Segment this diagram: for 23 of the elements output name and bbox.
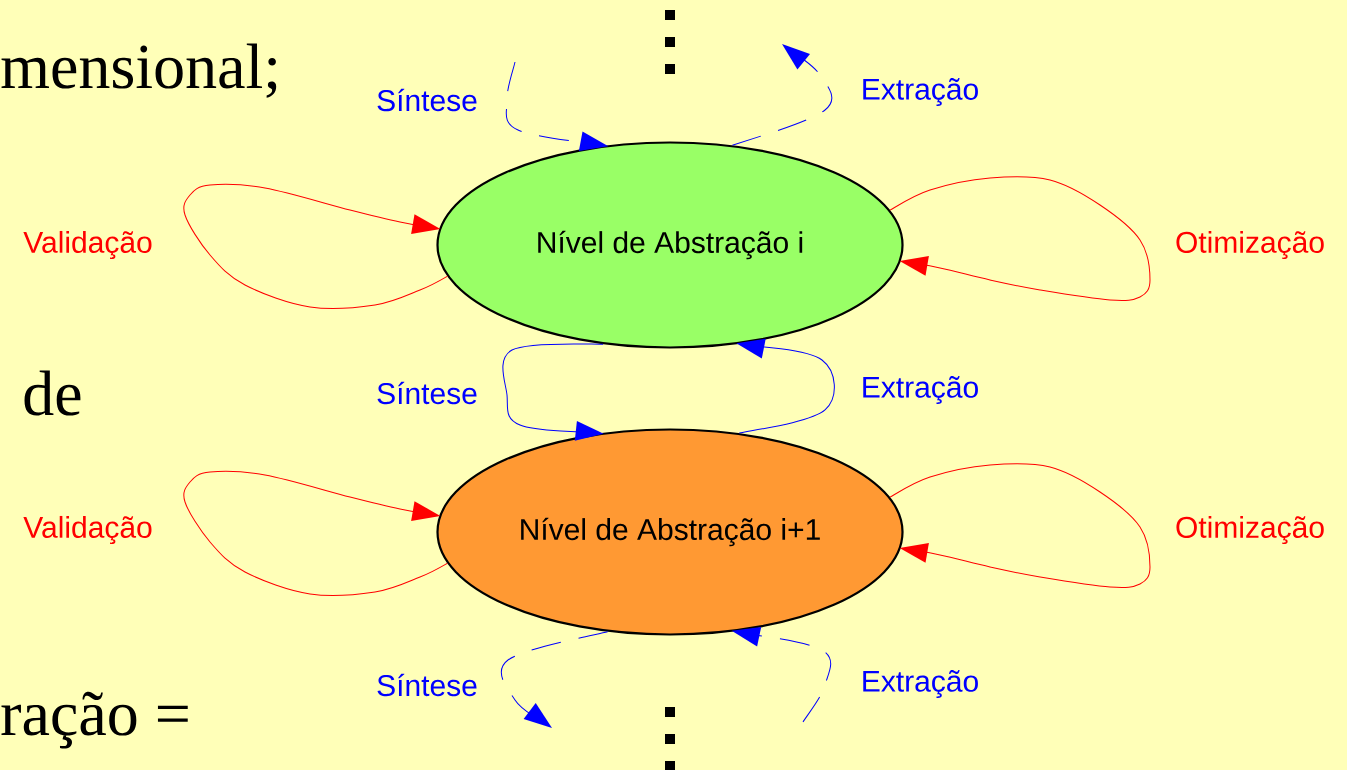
edge-label: Extração	[863, 670, 978, 698]
arrow	[736, 338, 835, 434]
arrow	[183, 183, 448, 310]
slide-text: mensional;	[1, 43, 277, 98]
edge-label: Otimização	[1176, 515, 1324, 545]
slide-text: de	[24, 370, 81, 416]
arrow	[889, 463, 1151, 588]
edge-label: Validação	[23, 230, 152, 260]
edge-label: Síntese	[377, 673, 477, 697]
arrow	[505, 61, 609, 152]
arrow	[502, 343, 604, 441]
edge-label: Extração	[863, 78, 978, 106]
arrow	[183, 470, 448, 597]
edge-label: Otimização	[1176, 230, 1324, 260]
arrow	[500, 631, 609, 728]
arrow	[731, 626, 832, 723]
edge-label: Extração	[863, 376, 978, 404]
arrow	[889, 176, 1151, 301]
edge-label: Síntese	[377, 381, 477, 405]
edge-label: Validação	[23, 515, 152, 545]
arrow	[731, 44, 833, 146]
edge-label: Síntese	[377, 88, 477, 112]
slide-text: ração =	[1, 691, 188, 749]
